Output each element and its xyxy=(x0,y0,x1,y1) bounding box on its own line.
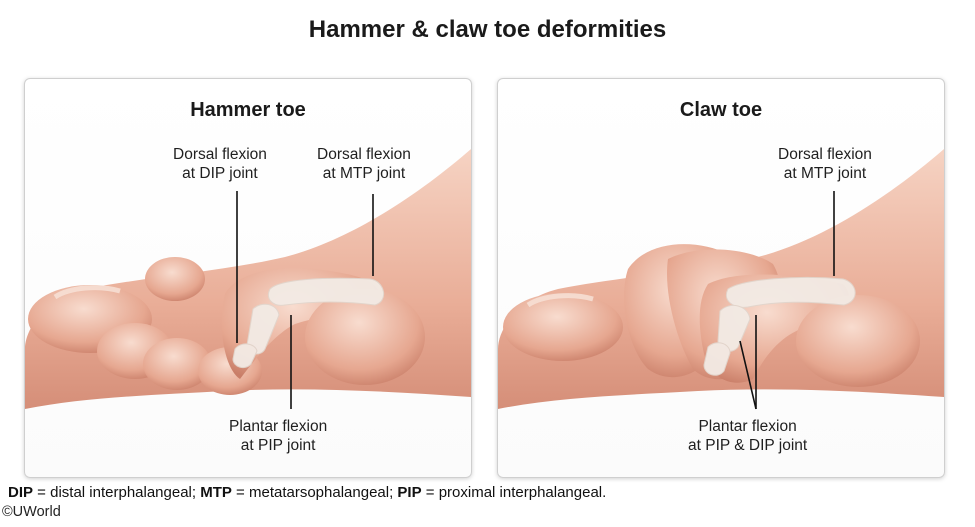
pip-abbr: PIP xyxy=(397,484,422,501)
hammer-dip-label: Dorsal flexion at DIP joint xyxy=(173,146,267,182)
hammer-toe-title: Hammer toe xyxy=(190,99,306,121)
dip-abbr: DIP xyxy=(8,484,34,501)
hammer-toe-illustration xyxy=(25,149,471,409)
hammer-pip-label: Plantar flexion at PIP joint xyxy=(229,418,328,454)
abbreviation-legend: DIP = distal interphalangeal; MTP = meta… xyxy=(8,484,607,501)
hammer-toe-panel: Hammer toe Dorsal flexion at DIP joint D… xyxy=(24,78,472,478)
claw-toe-panel: Claw toe Dorsal flexion at MTP joint Pla… xyxy=(497,78,945,478)
copyright: ©UWorld xyxy=(2,504,61,520)
mtp-abbr: MTP xyxy=(200,484,232,501)
claw-toe-title: Claw toe xyxy=(679,99,763,121)
figure-title: Hammer & claw toe deformities xyxy=(308,16,667,43)
claw-pip-dip-label: Plantar flexion at PIP & DIP joint xyxy=(688,418,808,454)
claw-mtp-label: Dorsal flexion at MTP joint xyxy=(778,146,872,182)
hammer-mtp-label: Dorsal flexion at MTP joint xyxy=(317,146,411,182)
claw-toe-illustration xyxy=(498,149,944,410)
